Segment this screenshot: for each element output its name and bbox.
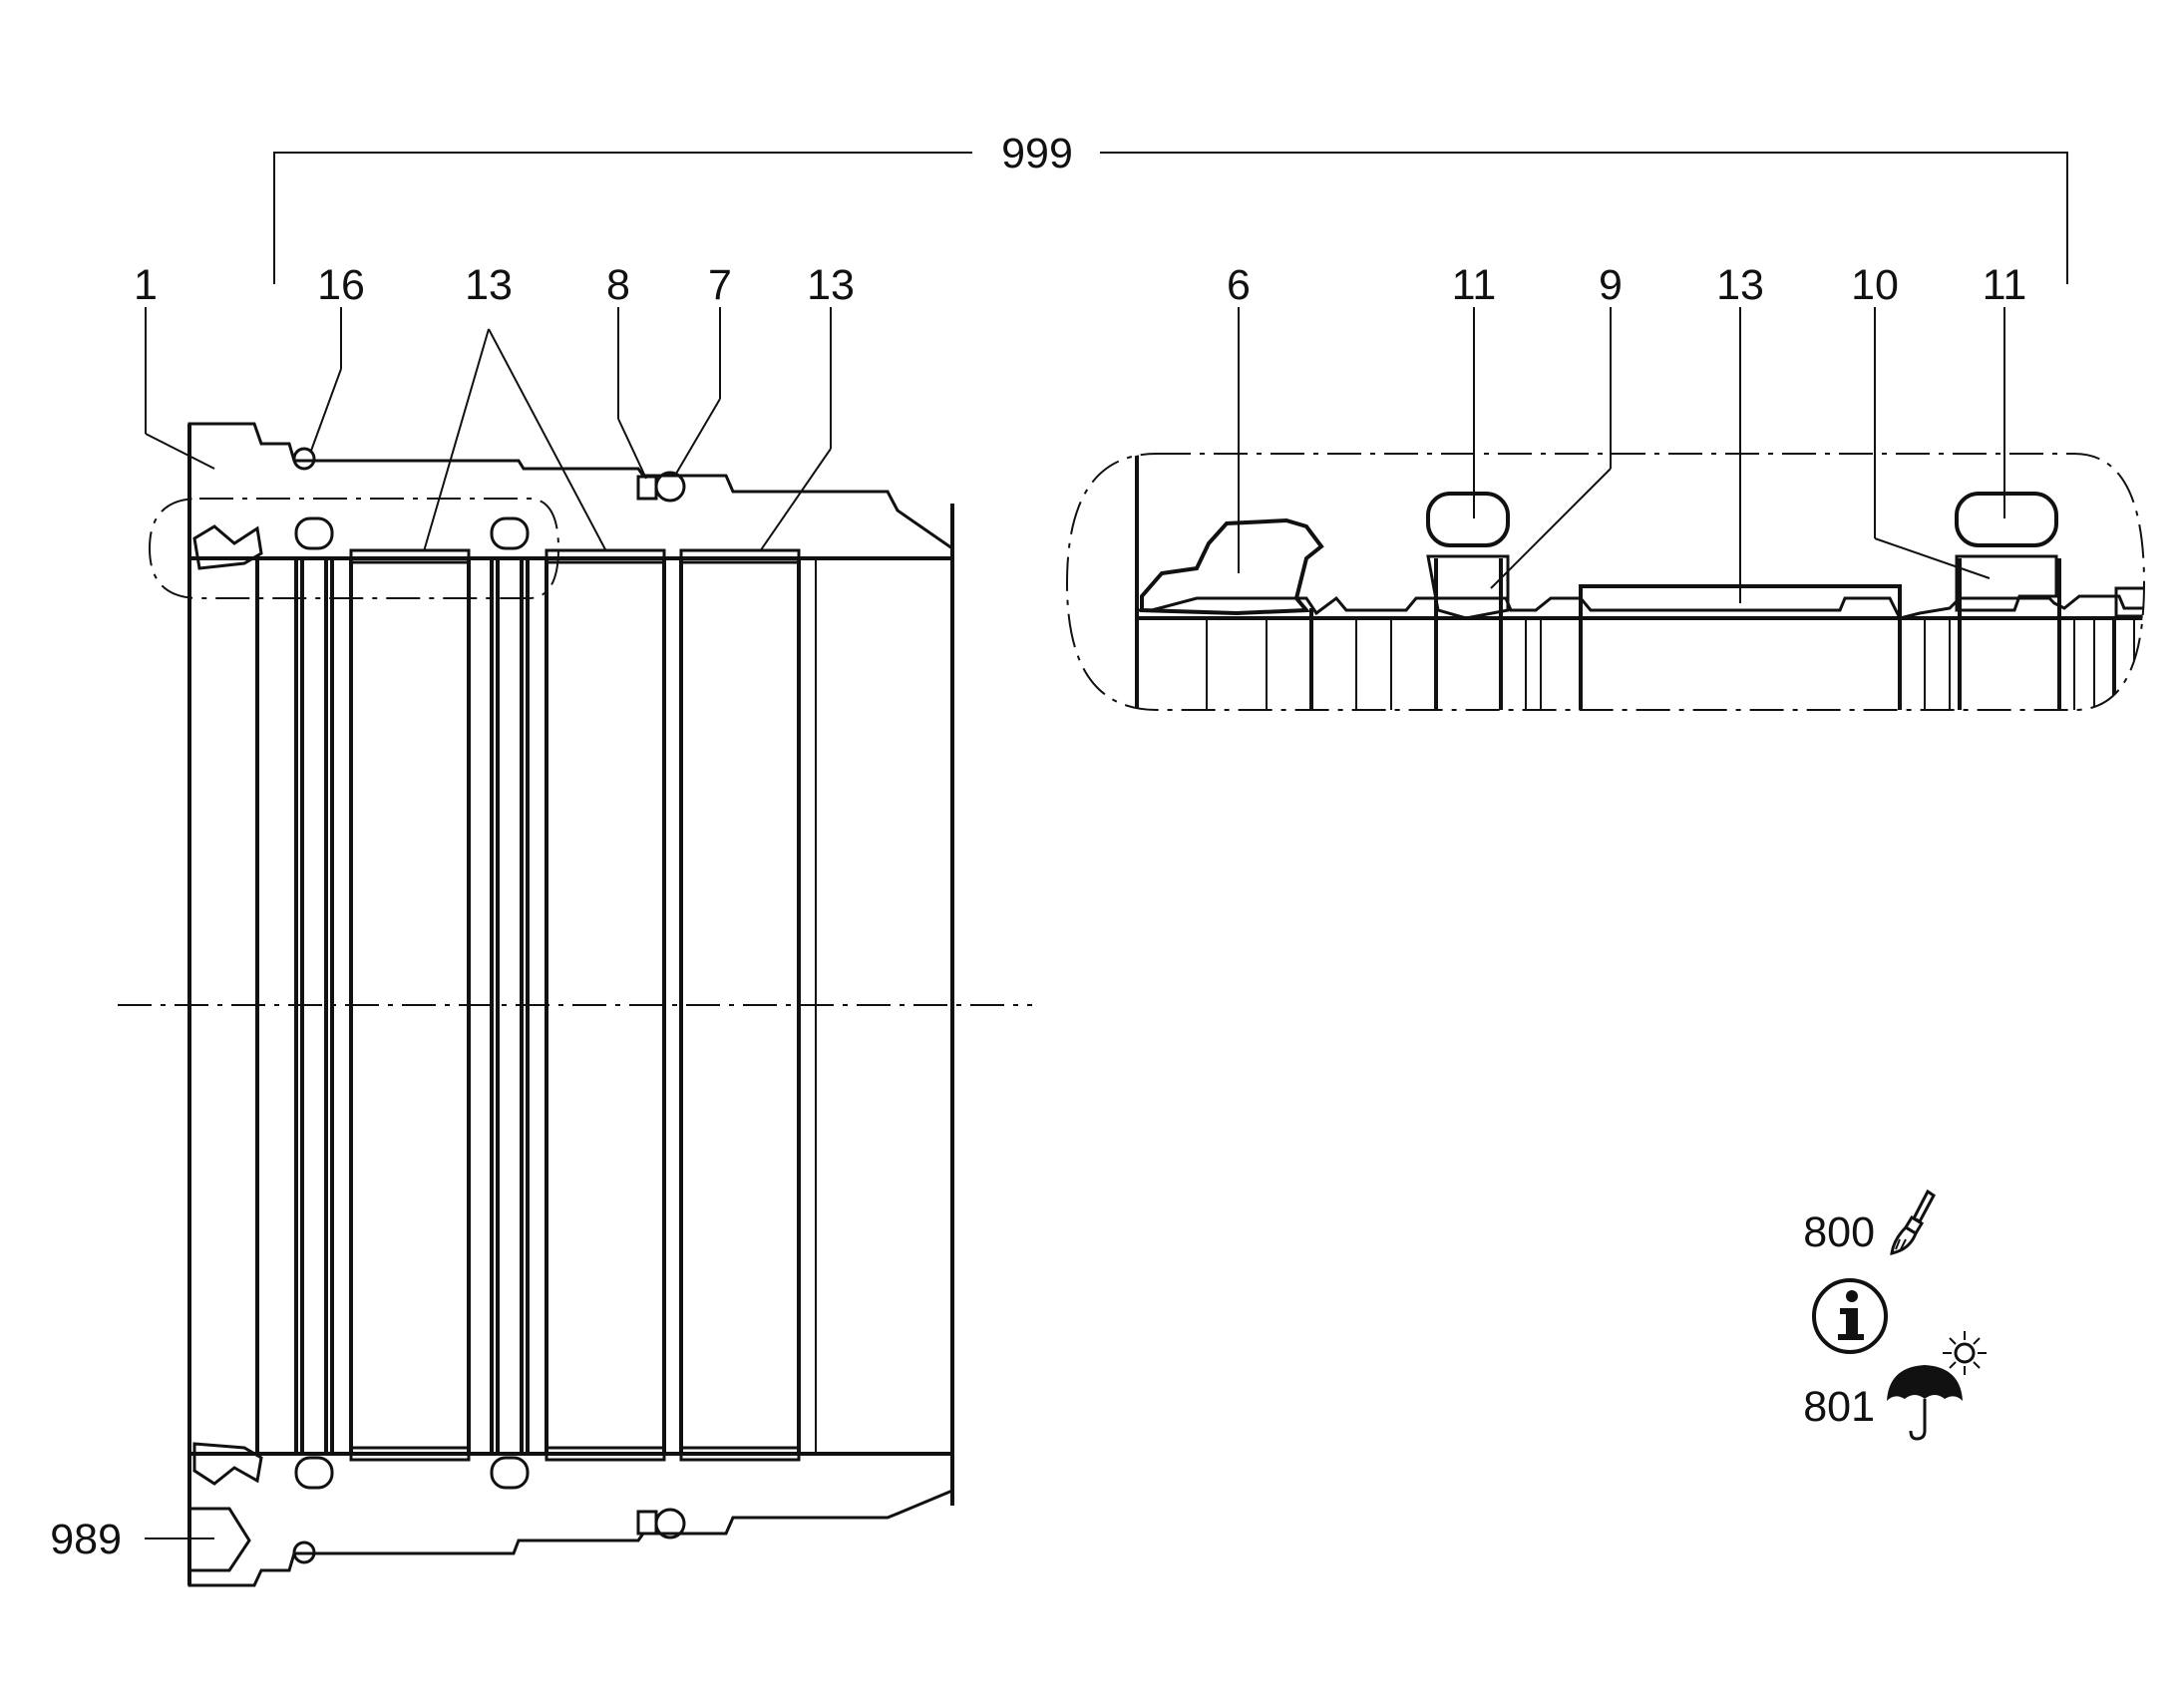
label-1: 1 [134, 261, 158, 309]
leader-lines-main [145, 307, 832, 1539]
info-icon [1812, 1278, 1888, 1354]
label-13-pair: 13 [465, 261, 513, 309]
umbrella-sun-icon [1887, 1331, 1987, 1441]
oring-11-a [1426, 492, 1510, 547]
ring-9 [1426, 554, 1510, 620]
label-800: 800 [1803, 1208, 1875, 1256]
leader-lines-detail [1238, 307, 2005, 603]
seal-6 [1140, 517, 1324, 616]
label-999: 999 [1001, 130, 1073, 177]
label-8: 8 [606, 261, 630, 309]
body-wall-bottom [187, 1452, 954, 1587]
label-9: 9 [1599, 261, 1623, 309]
label-16: 16 [317, 261, 365, 309]
label-7: 7 [708, 261, 732, 309]
label-13-detail: 13 [1716, 261, 1764, 309]
paint-brush-icon [1890, 1189, 1936, 1255]
label-11-b: 11 [1983, 261, 2027, 309]
body-wall-top [187, 422, 954, 560]
detail-view [1065, 453, 2146, 711]
notes-legend: 800 801 [1803, 1189, 1987, 1441]
label-989: 989 [50, 1516, 122, 1563]
label-11-a: 11 [1452, 261, 1497, 309]
assembly-bracket [273, 152, 2068, 284]
oring-11-b [1955, 492, 2058, 547]
label-10: 10 [1851, 261, 1899, 309]
label-13-right: 13 [807, 261, 855, 309]
label-6: 6 [1227, 261, 1251, 309]
label-801: 801 [1803, 1383, 1875, 1431]
ring-10 [1955, 554, 2058, 612]
